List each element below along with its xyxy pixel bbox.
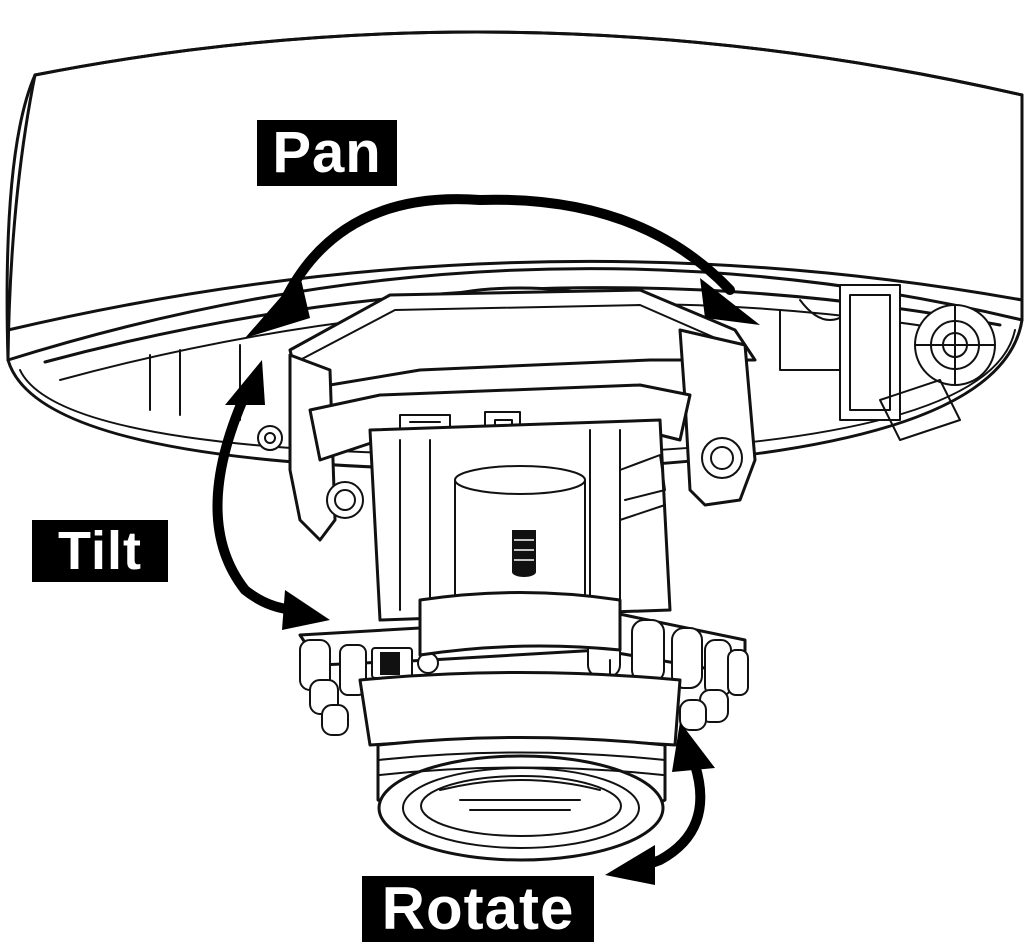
tilt-arrow xyxy=(212,360,330,630)
tilt-label: Tilt xyxy=(32,520,168,582)
camera-bracket xyxy=(288,286,757,542)
pan-arrow xyxy=(245,194,760,338)
camera-lens xyxy=(358,591,682,862)
camera-body xyxy=(368,418,672,622)
rotate-label: Rotate xyxy=(362,876,594,942)
pan-label: Pan xyxy=(257,120,397,186)
rotate-arrow xyxy=(605,722,715,885)
